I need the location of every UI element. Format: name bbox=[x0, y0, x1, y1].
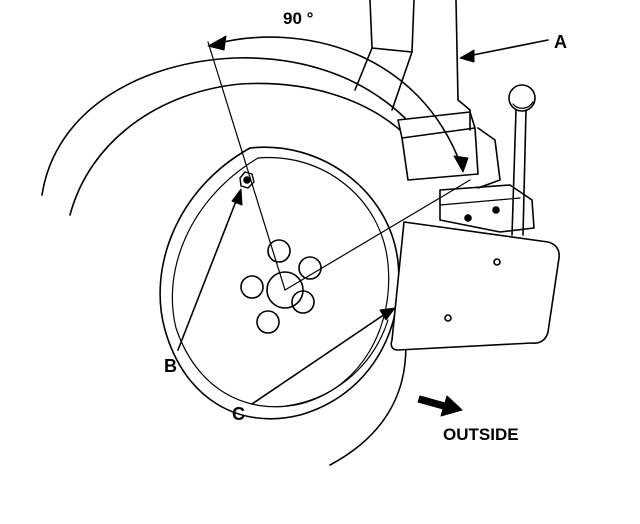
label-outside: OUTSIDE bbox=[443, 425, 519, 444]
valve-stem-cap bbox=[243, 176, 251, 184]
bracket-lower bbox=[401, 127, 479, 181]
mount-block-top bbox=[439, 197, 521, 206]
bracket-side bbox=[477, 127, 501, 189]
label-c: C bbox=[232, 404, 245, 424]
wheel-rim-flange bbox=[285, 319, 389, 407]
mount-block bbox=[439, 184, 535, 233]
label-a: A bbox=[554, 32, 567, 52]
reference-line-vertical bbox=[207, 41, 286, 291]
wheel-rim-inner bbox=[171, 156, 390, 408]
valve-stem bbox=[239, 171, 255, 189]
leader-arrow-a bbox=[459, 49, 475, 63]
body-panel-a-edge bbox=[455, 0, 471, 131]
hub-center bbox=[266, 271, 304, 309]
leader-arrow-b bbox=[231, 188, 243, 206]
gauge-knob-shade bbox=[512, 101, 534, 109]
leader-arrow-c bbox=[379, 307, 396, 321]
tire-inner-rim-arc bbox=[69, 82, 401, 216]
strut-leg bbox=[354, 47, 413, 111]
body-panel-a bbox=[369, 0, 415, 53]
angle-label: 90 ° bbox=[283, 9, 314, 28]
plate-hole bbox=[493, 258, 501, 266]
angle-arrowhead-left bbox=[207, 35, 227, 51]
mount-bolt bbox=[492, 206, 500, 214]
outside-direction-arrow bbox=[417, 395, 463, 417]
reference-line-horizontal bbox=[284, 179, 471, 291]
tire-outer-outline bbox=[41, 57, 406, 196]
angle-arc bbox=[214, 36, 463, 169]
leader-line-a bbox=[467, 39, 549, 57]
gauge-rod-right bbox=[522, 109, 527, 236]
gauge-rod-left bbox=[511, 109, 517, 236]
plate-hole bbox=[444, 314, 452, 322]
gauge-knob bbox=[508, 84, 536, 112]
gauge-plate bbox=[390, 221, 560, 351]
leader-line-b bbox=[177, 195, 239, 351]
bracket-upper bbox=[397, 111, 476, 139]
lug-nut bbox=[240, 275, 264, 299]
wheel-rim-outer bbox=[159, 146, 400, 420]
angle-arrowhead-right bbox=[453, 155, 469, 173]
mount-bolt bbox=[464, 214, 472, 222]
label-b: B bbox=[164, 356, 177, 376]
lug-nut bbox=[267, 239, 291, 263]
leader-line-c bbox=[251, 311, 389, 405]
lug-nut bbox=[291, 290, 315, 314]
lug-nut bbox=[256, 310, 280, 334]
